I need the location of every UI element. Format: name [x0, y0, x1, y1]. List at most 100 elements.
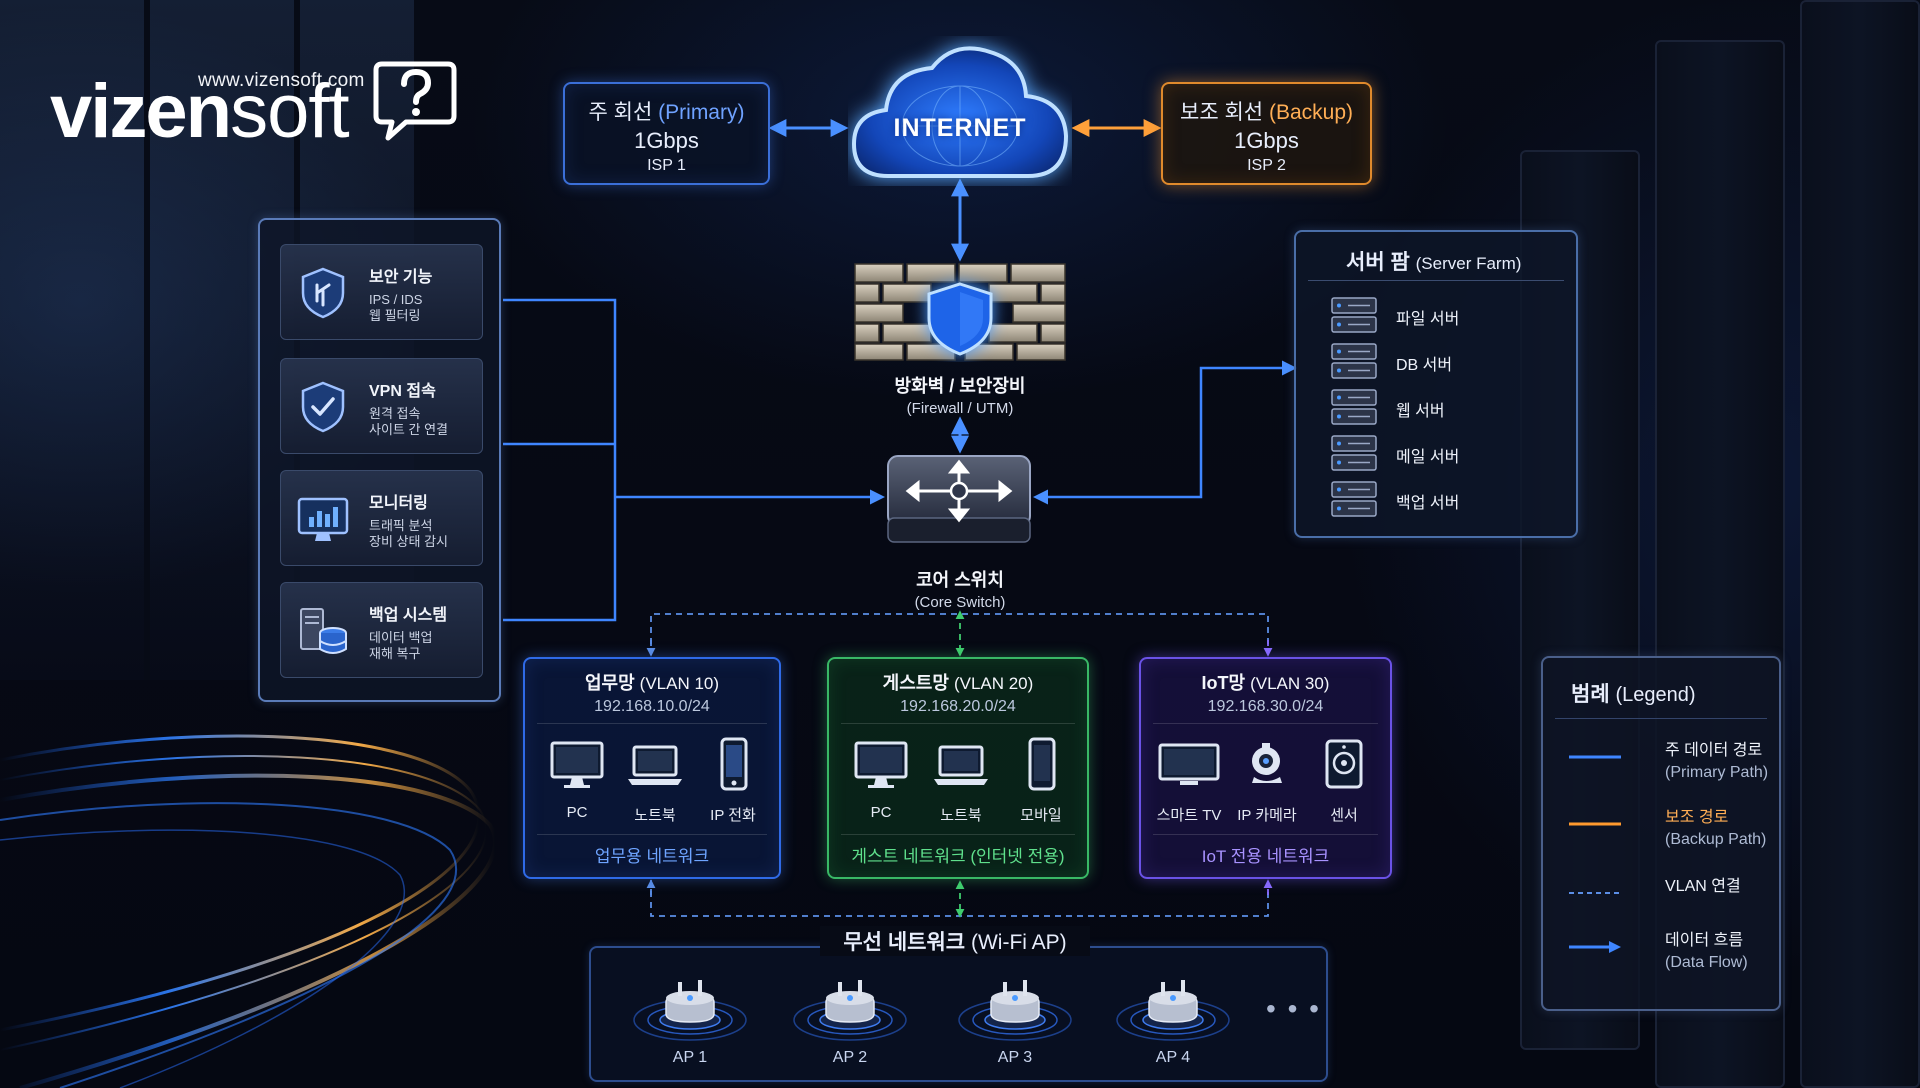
- device-laptop[interactable]: 노트북: [921, 737, 1001, 825]
- isp-primary-title-en: (Primary): [658, 101, 745, 124]
- device-smart-tv[interactable]: 스마트 TV: [1149, 737, 1229, 825]
- vlan-work-id: (VLAN 10): [639, 674, 720, 693]
- wifi-title-ko: 무선 네트워크: [843, 931, 966, 954]
- vlan-guest-box[interactable]: 게스트망 (VLAN 20) 192.168.20.0/24 PC 노트북 모바…: [827, 657, 1089, 879]
- feature-monitoring-title: 모니터링: [369, 495, 428, 512]
- core-switch-device[interactable]: [884, 452, 1034, 548]
- legend-title-en: (Legend): [1615, 684, 1696, 706]
- server-item[interactable]: 파일 서버: [1330, 296, 1560, 334]
- server-item[interactable]: 백업 서버: [1330, 480, 1560, 518]
- device-label: 센서: [1330, 807, 1358, 824]
- server-rack-icon: [1331, 435, 1377, 471]
- firewall-label-ko: 방화벽 / 보안장비: [894, 376, 1026, 396]
- feature-vpn-title: VPN 접속: [369, 383, 436, 400]
- feature-security-line1: IPS / IDS: [369, 292, 423, 307]
- vlan-links: [646, 610, 1273, 918]
- server-item[interactable]: DB 서버: [1330, 342, 1560, 380]
- vpn-shield-icon: [301, 381, 345, 433]
- access-point[interactable]: AP 2: [790, 974, 910, 1067]
- device-ip-camera[interactable]: IP 카메라: [1227, 737, 1307, 825]
- firewall-device[interactable]: [853, 262, 1067, 362]
- legend-label-en: (Primary Path): [1665, 764, 1769, 782]
- server-item[interactable]: 메일 서버: [1330, 434, 1560, 472]
- laptop-icon: [628, 745, 682, 785]
- server-label: 웹 서버: [1396, 403, 1445, 420]
- logo-wordmark: vizensoft: [50, 74, 350, 150]
- feature-monitoring-line1: 트래픽 분석: [369, 518, 433, 533]
- wifi-access-point-icon: [633, 980, 747, 1041]
- device-label: 노트북: [940, 807, 982, 824]
- server-label: 파일 서버: [1396, 311, 1460, 328]
- device-label: PC: [566, 804, 588, 821]
- access-point[interactable]: AP 1: [630, 974, 750, 1067]
- switch-serverfarm-link: [1033, 360, 1297, 505]
- device-pc[interactable]: PC: [841, 737, 921, 821]
- features-switch-link: [503, 298, 885, 622]
- feature-monitoring-line2: 장비 상태 감시: [369, 534, 448, 550]
- vlan-work-footer: 업무용 네트워크: [594, 847, 710, 866]
- question-bubble-icon: [373, 61, 457, 141]
- vlan-work-subnet: 192.168.10.0/24: [594, 698, 710, 715]
- device-ip-phone[interactable]: IP 전화: [693, 737, 773, 825]
- isp-backup-speed: 1Gbps: [1234, 128, 1299, 153]
- server-rack-icon: [1331, 389, 1377, 425]
- device-label: IP 전화: [710, 807, 756, 824]
- feature-security-line2: 웹 필터링: [369, 308, 421, 324]
- device-label: 노트북: [634, 807, 676, 824]
- vlan-work-box[interactable]: 업무망 (VLAN 10) 192.168.10.0/24 PC 노트북 IP …: [523, 657, 781, 879]
- vlan-iot-id: (VLAN 30): [1250, 674, 1330, 693]
- wifi-access-point-icon: [1116, 980, 1230, 1041]
- access-point[interactable]: AP 4: [1113, 974, 1233, 1067]
- vlan-iot-footer: IoT 전용 네트워크: [1201, 847, 1330, 866]
- core-switch-label: 코어 스위치 (Core Switch): [860, 566, 1060, 611]
- dashed-line-icon: [1569, 892, 1621, 894]
- server-item[interactable]: 웹 서버: [1330, 388, 1560, 426]
- security-shield-icon: [301, 267, 345, 319]
- internet-label: INTERNET: [893, 114, 1027, 142]
- arrow-right-icon: [1569, 941, 1621, 953]
- legend-item-backup-path: 보조 경로(Backup Path): [1569, 807, 1769, 857]
- isp-primary-title: 주 회선: [588, 101, 653, 124]
- isp-backup-title-en: (Backup): [1268, 101, 1353, 124]
- legend-label: 주 데이터 경로: [1665, 742, 1763, 759]
- laptop-icon: [934, 745, 988, 785]
- isp-primary-box[interactable]: 주 회선 (Primary) 1Gbps ISP 1: [563, 82, 770, 185]
- device-laptop[interactable]: 노트북: [615, 737, 695, 825]
- brick-wall-icon: [854, 263, 1066, 361]
- feature-vpn-line2: 사이트 간 연결: [369, 422, 448, 438]
- device-pc[interactable]: PC: [537, 737, 617, 821]
- solid-blue-line-icon: [1569, 755, 1621, 759]
- device-label: PC: [870, 804, 892, 821]
- logo-url[interactable]: www.vizensoft.com: [198, 70, 365, 91]
- vlan-guest-id: (VLAN 20): [953, 674, 1034, 693]
- ap-label: AP 2: [832, 1049, 868, 1066]
- device-mobile[interactable]: 모바일: [1001, 737, 1081, 825]
- legend-label-en: (Backup Path): [1665, 831, 1767, 849]
- ap-label: AP 3: [997, 1049, 1033, 1066]
- smart-tv-icon: [1158, 743, 1220, 785]
- legend-label: VLAN 연결: [1665, 878, 1741, 895]
- ip-camera-icon: [1252, 743, 1282, 783]
- server-rack-icon: [1331, 343, 1377, 379]
- background-light-swoosh: [0, 734, 497, 1088]
- server-farm-title-ko: 서버 팜: [1346, 251, 1410, 274]
- internet-cloud[interactable]: INTERNET: [848, 36, 1072, 186]
- wifi-title: 무선 네트워크 (Wi-Fi AP): [820, 926, 1090, 956]
- backup-database-icon: [300, 608, 347, 654]
- vlan-guest-subnet: 192.168.20.0/24: [900, 698, 1016, 715]
- device-sensor[interactable]: 센서: [1304, 737, 1384, 825]
- server-label: 백업 서버: [1396, 495, 1460, 512]
- device-label: IP 카메라: [1237, 807, 1297, 824]
- more-aps-indicator: • • •: [1266, 993, 1321, 1024]
- isp-backup-box[interactable]: 보조 회선 (Backup) 1Gbps ISP 2: [1161, 82, 1372, 185]
- device-label: 스마트 TV: [1156, 807, 1222, 824]
- vlan-iot-subnet: 192.168.30.0/24: [1207, 698, 1324, 715]
- wifi-access-point-icon: [793, 980, 907, 1041]
- access-point[interactable]: AP 3: [955, 974, 1075, 1067]
- vlan-iot-box[interactable]: IoT망 (VLAN 30) 192.168.30.0/24 스마트 TV IP…: [1139, 657, 1392, 879]
